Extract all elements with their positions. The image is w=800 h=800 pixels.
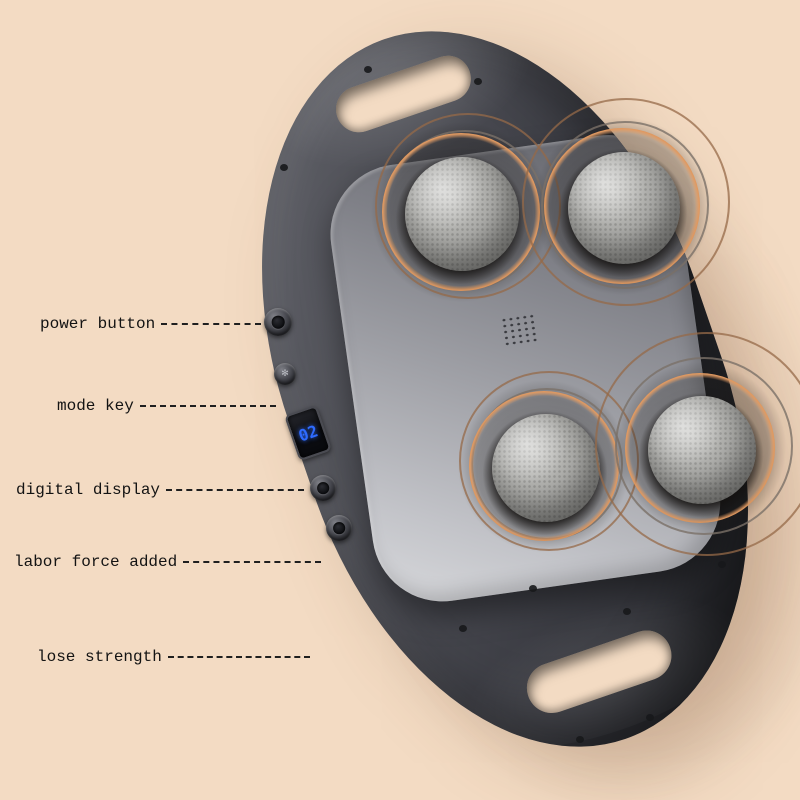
vibration-ring-outer [595, 332, 800, 556]
callout-label-lose-strength: lose strength [37, 648, 162, 666]
shell-dot [459, 625, 467, 632]
intensity-increase-pit [317, 482, 329, 494]
shell-dot [623, 608, 631, 615]
speaker-grille [500, 312, 540, 348]
massage-head-top-left [370, 113, 561, 303]
callout-labor-force-added: labor force added [14, 551, 322, 573]
shell-dot [529, 585, 537, 592]
callout-leader-labor-force-added [183, 561, 322, 563]
callout-power-button: power button [40, 313, 262, 335]
shell-dot [280, 164, 288, 171]
shell-dot [576, 736, 584, 743]
callout-label-mode-key: mode key [57, 397, 134, 415]
massage-head-bottom-right [595, 332, 800, 556]
intensity-decrease-pit [333, 522, 345, 534]
callout-digital-display: digital display [16, 479, 305, 501]
shell-dot [364, 66, 372, 73]
callout-label-digital-display: digital display [16, 481, 161, 499]
intensity-decrease-button[interactable] [326, 515, 352, 541]
callout-label-labor-force-added: labor force added [14, 553, 178, 571]
callout-mode-key: mode key [57, 395, 276, 417]
shell-dot [646, 714, 654, 721]
foam-ball [648, 396, 756, 504]
callout-leader-digital-display [166, 489, 305, 491]
display-digits: 02 [295, 420, 321, 446]
massage-head-top-right [522, 98, 730, 306]
callout-leader-power-button [161, 323, 262, 325]
mode-key[interactable]: ✻ [274, 363, 296, 385]
callout-label-power-button: power button [40, 315, 156, 333]
power-button-pit [271, 315, 285, 329]
callout-leader-mode-key [139, 405, 276, 407]
foam-ball [405, 157, 519, 271]
vibration-ring-outer [522, 98, 730, 306]
shell-dot [718, 561, 726, 568]
intensity-increase-button[interactable] [310, 475, 336, 501]
vibration-ring-inner [615, 357, 793, 535]
shell-dot [474, 78, 482, 85]
callout-lose-strength: lose strength [37, 646, 310, 668]
callout-leader-lose-strength [167, 656, 310, 658]
mode-key-icon: ✻ [281, 369, 289, 379]
power-button[interactable] [264, 308, 292, 336]
vibration-ring-inner [541, 121, 709, 289]
foam-ball [568, 152, 680, 264]
foam-ball [492, 414, 600, 522]
